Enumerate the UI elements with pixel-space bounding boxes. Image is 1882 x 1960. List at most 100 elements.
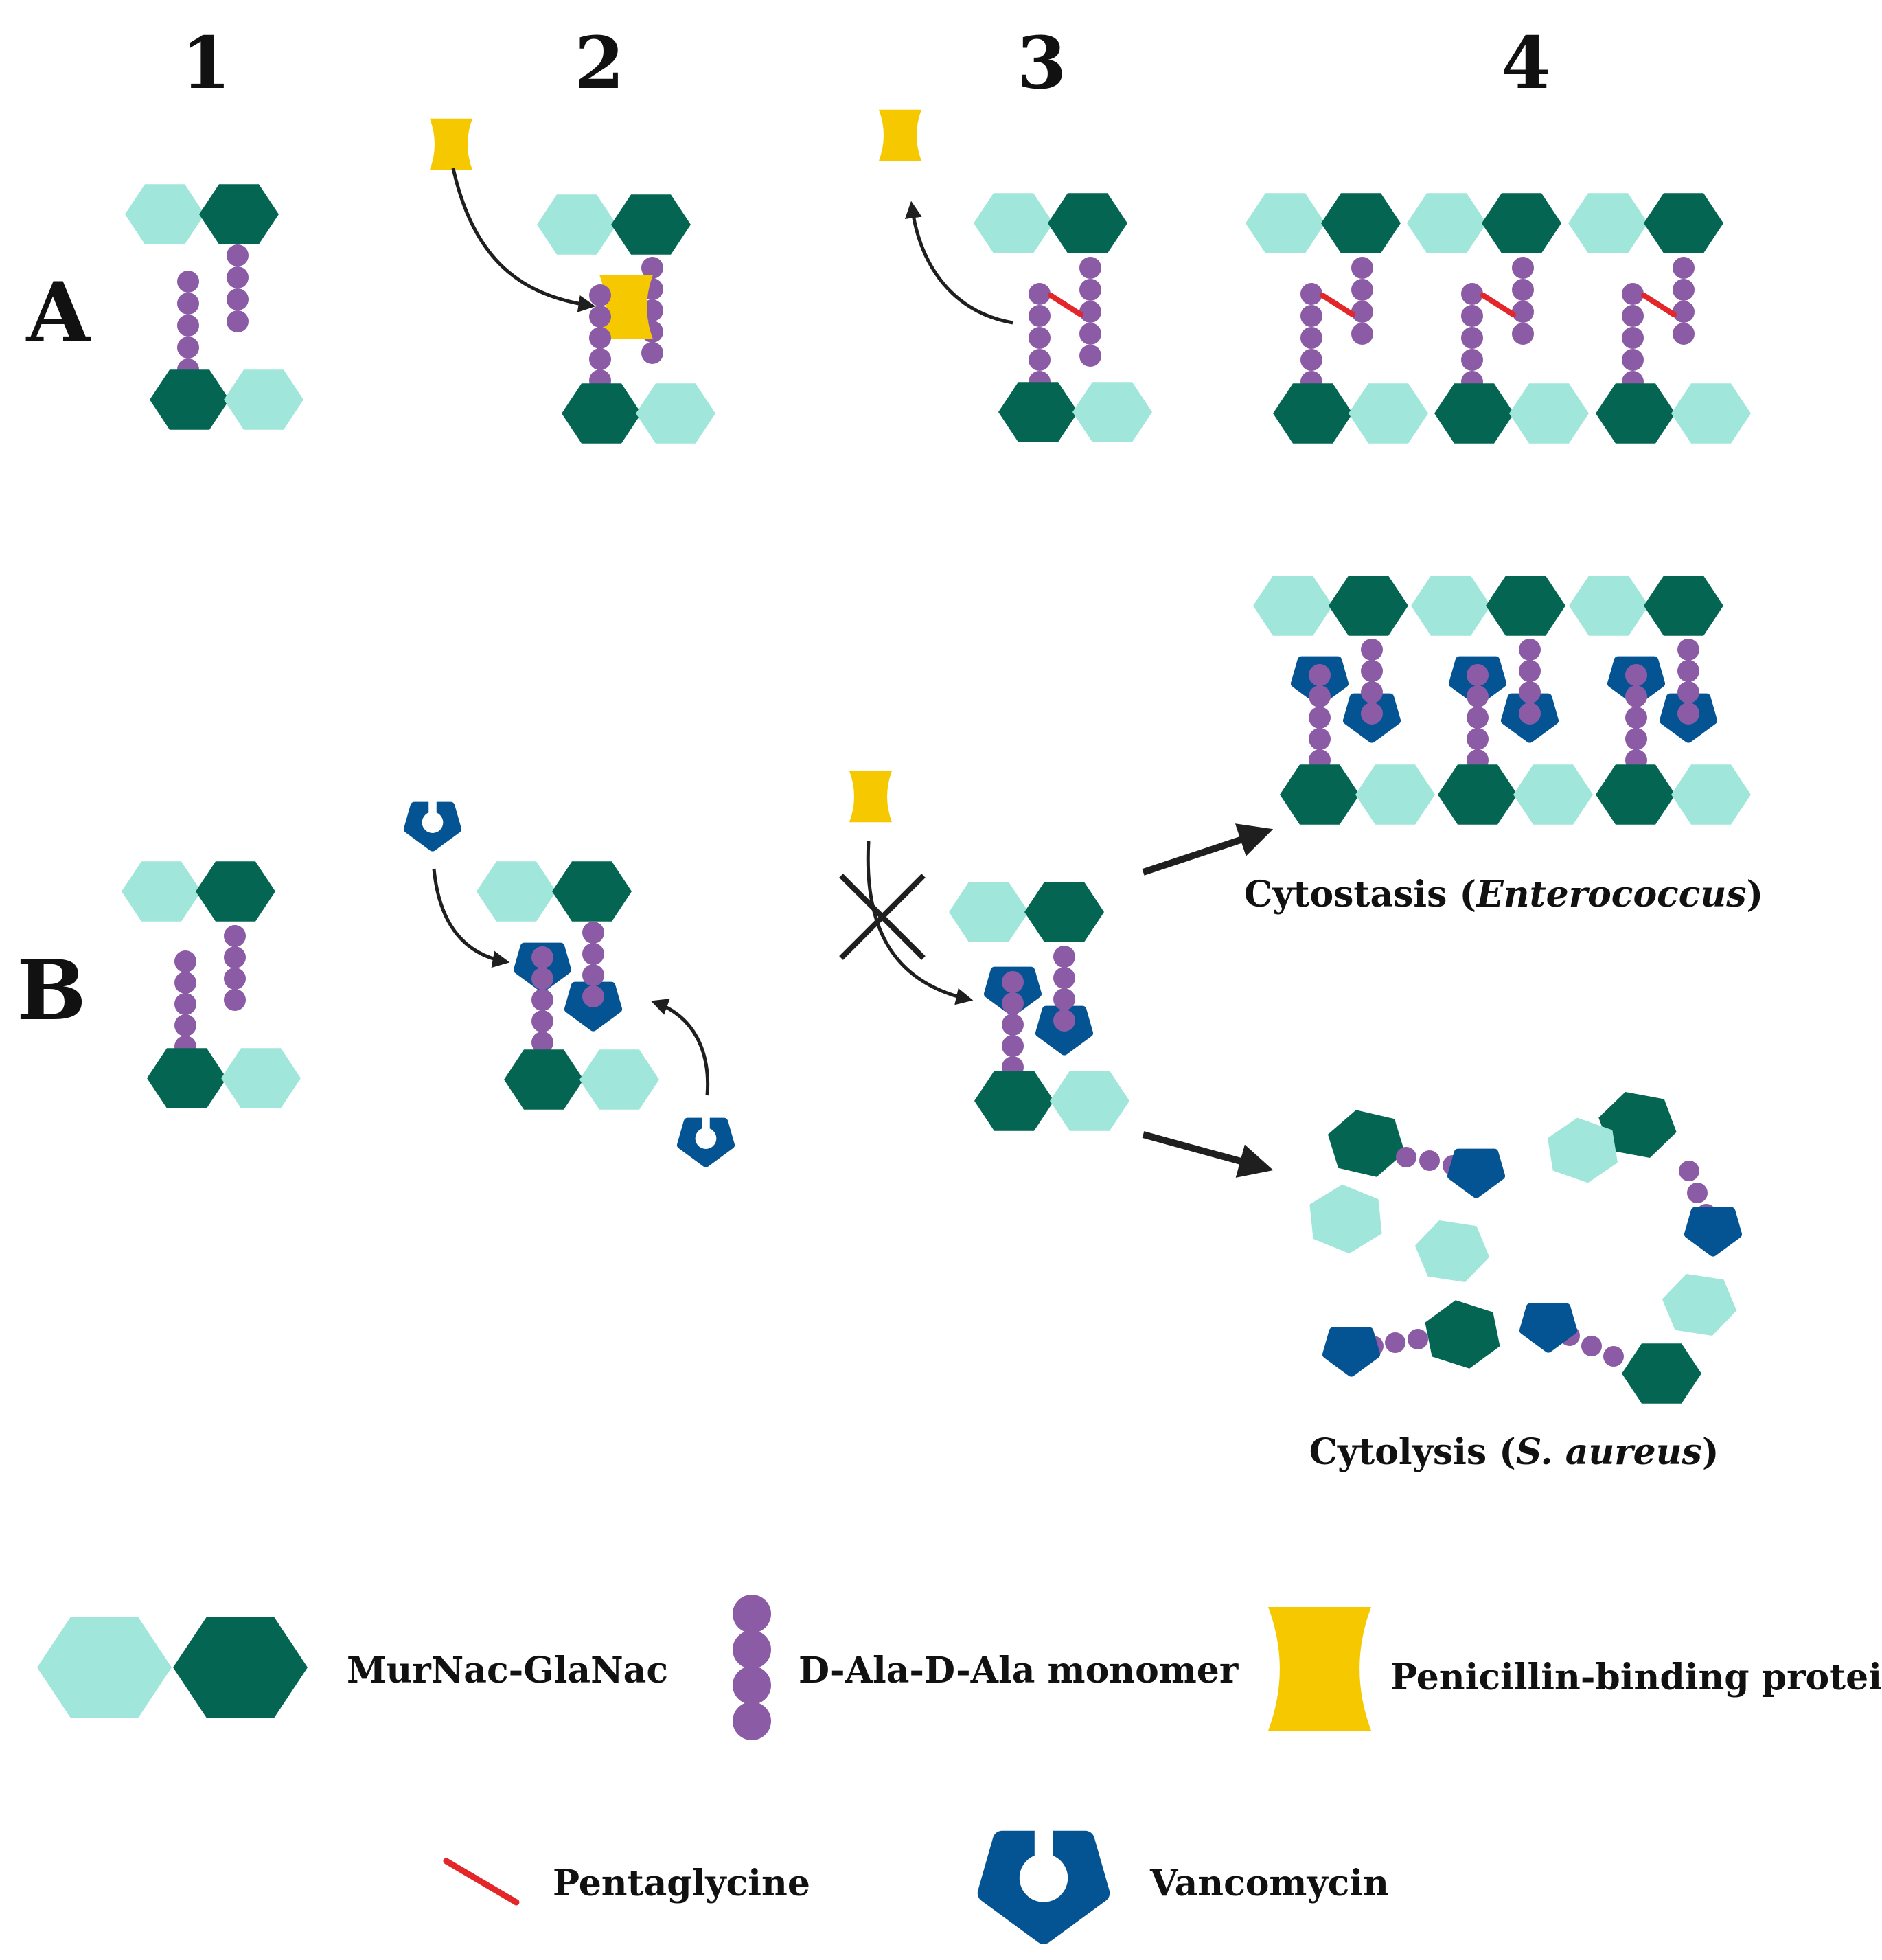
step-label-2: 2 <box>575 21 624 105</box>
bead-icon <box>1461 327 1483 349</box>
row-label-a: A <box>25 264 91 361</box>
bead-icon <box>1512 301 1534 323</box>
hexagon-icon <box>1482 193 1561 253</box>
bead-icon <box>1029 283 1051 305</box>
bead-icon <box>174 972 196 994</box>
bead-icon <box>1519 660 1541 682</box>
bead-icon <box>1079 301 1101 323</box>
pbp-icon <box>430 118 472 170</box>
bead-icon <box>1625 707 1647 729</box>
row-a-step-1 <box>125 184 303 430</box>
hexagon-icon <box>1411 576 1491 636</box>
bead-icon <box>1673 323 1695 345</box>
hexagon-icon <box>1328 1110 1405 1177</box>
hexagon-icon <box>636 383 715 444</box>
hexagon-icon <box>477 861 556 922</box>
hexagon-icon <box>1671 383 1751 444</box>
hexagon-icon <box>37 1617 172 1718</box>
pbp-icon <box>1268 1607 1371 1731</box>
bead-icon <box>1419 1150 1440 1171</box>
hexagon-icon <box>1246 193 1325 253</box>
bead-icon <box>1396 1147 1416 1167</box>
hexagon-icon <box>1425 1300 1500 1369</box>
step-label-4: 4 <box>1501 21 1550 105</box>
legend-dala-label: D-Ala-D-Ala monomer <box>799 1650 1239 1691</box>
hexagon-icon <box>1569 576 1649 636</box>
legend-pbp-icon <box>1268 1607 1371 1731</box>
bead-icon <box>227 266 249 288</box>
hexagon-icon <box>1598 1092 1677 1158</box>
vancomycin-notch <box>1034 1817 1053 1863</box>
hexagon-icon <box>1280 764 1359 825</box>
legend-murnac-label: MurNac-GlaNac <box>347 1650 668 1691</box>
bead-icon <box>1351 323 1373 345</box>
bead-icon <box>1677 639 1699 661</box>
bead-icon <box>589 348 611 370</box>
legend-pentaglycine-icon <box>443 1858 520 1906</box>
hexagon-icon <box>1048 193 1127 253</box>
bead-icon <box>227 310 249 332</box>
legend-pbp-label: Penicillin-binding protein <box>1390 1656 1882 1698</box>
bead-icon <box>582 943 604 965</box>
hexagon-icon <box>504 1049 584 1110</box>
bead-icon <box>1029 327 1051 349</box>
hexagon-icon <box>1349 383 1428 444</box>
hexagon-icon <box>1662 1274 1737 1336</box>
bead-icon <box>1002 1035 1024 1057</box>
vancomycin-icon <box>1447 1148 1505 1198</box>
hexagon-icon <box>1568 193 1648 253</box>
hexagon-icon <box>1596 383 1675 444</box>
bead-icon <box>1351 279 1373 301</box>
bead-icon <box>1309 685 1331 707</box>
hexagon-icon <box>974 1071 1054 1131</box>
bead-icon <box>177 337 199 358</box>
bead-icon <box>1300 283 1322 305</box>
hexagon-icon <box>1596 764 1675 825</box>
bead-icon <box>531 946 553 968</box>
arrow-icon <box>1142 823 1274 876</box>
bead-icon <box>1053 946 1075 968</box>
hexagon-icon <box>196 861 275 922</box>
block-x-icon <box>839 874 926 960</box>
bead-icon <box>224 925 246 947</box>
bead-icon <box>1300 305 1322 327</box>
bead-icon <box>531 989 553 1011</box>
hexagon-icon <box>1622 1343 1701 1404</box>
legend-vancomycin-icon <box>977 1817 1110 1944</box>
bead-icon <box>1361 703 1383 725</box>
bead-icon <box>174 993 196 1015</box>
bead-icon <box>1461 305 1483 327</box>
pentaglycine-bridge <box>1480 293 1516 317</box>
bead-icon <box>227 244 249 266</box>
bead-icon <box>1053 967 1075 989</box>
bead-icon <box>1309 728 1331 750</box>
bead-icon <box>1408 1329 1428 1349</box>
vancomycin-notch <box>1019 1854 1068 1902</box>
bead-icon <box>1351 301 1373 323</box>
bead-icon <box>1673 301 1695 323</box>
vancomycin-notch <box>422 812 444 833</box>
bead-icon <box>1361 681 1383 703</box>
bead-icon <box>1029 349 1051 371</box>
row-label-b: B <box>16 942 86 1039</box>
vancomycin-notch <box>695 1128 717 1149</box>
bead-icon <box>1677 681 1699 703</box>
bead-icon <box>1053 1010 1075 1032</box>
bead-icon <box>641 257 663 279</box>
bead-icon <box>1461 283 1483 305</box>
bead-icon <box>1079 279 1101 301</box>
row-b-cytolysis: Cytolysis (S. aureus) <box>1309 1092 1742 1473</box>
hexagon-icon <box>1644 193 1723 253</box>
bead-icon <box>733 1595 771 1633</box>
bead-icon <box>1467 685 1489 707</box>
hexagon-icon <box>537 194 617 255</box>
hexagon-icon <box>1253 576 1333 636</box>
bead-icon <box>1309 707 1331 729</box>
bead-icon <box>641 342 663 364</box>
bead-icon <box>1309 664 1331 686</box>
hexagon-icon <box>1513 764 1593 825</box>
bead-icon <box>1673 279 1695 301</box>
pentaglycine-bridge <box>1048 293 1083 317</box>
bead-icon <box>1079 323 1101 345</box>
bead-icon <box>733 1666 771 1705</box>
